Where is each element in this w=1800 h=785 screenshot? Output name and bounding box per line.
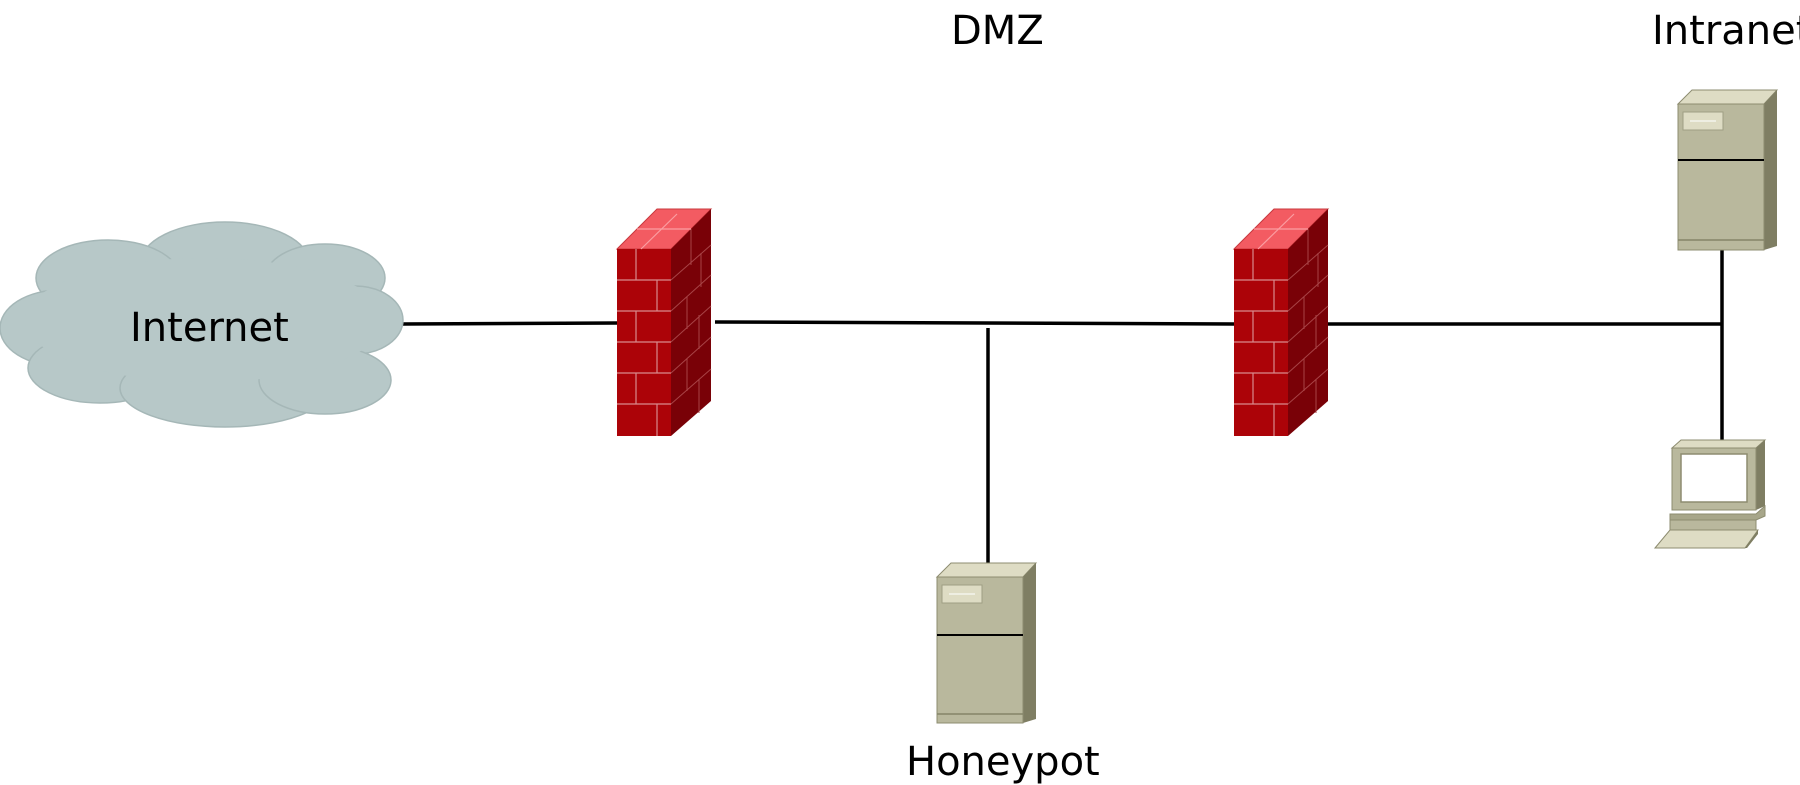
internet-label: Internet xyxy=(130,305,289,351)
dmz-label: DMZ xyxy=(951,8,1044,54)
link-internet-outer-firewall xyxy=(402,321,619,326)
inner-firewall xyxy=(1232,208,1330,436)
outer-firewall xyxy=(615,208,713,436)
link-dmz-bus xyxy=(714,320,1236,326)
internet-cloud xyxy=(0,221,404,428)
honeypot-label: Honeypot xyxy=(906,739,1100,785)
network-links xyxy=(402,247,1724,566)
intranet-label: Intranet xyxy=(1652,8,1800,54)
intranet-workstation xyxy=(1653,439,1767,549)
honeypot-server xyxy=(935,562,1038,724)
intranet-server xyxy=(1676,89,1779,251)
